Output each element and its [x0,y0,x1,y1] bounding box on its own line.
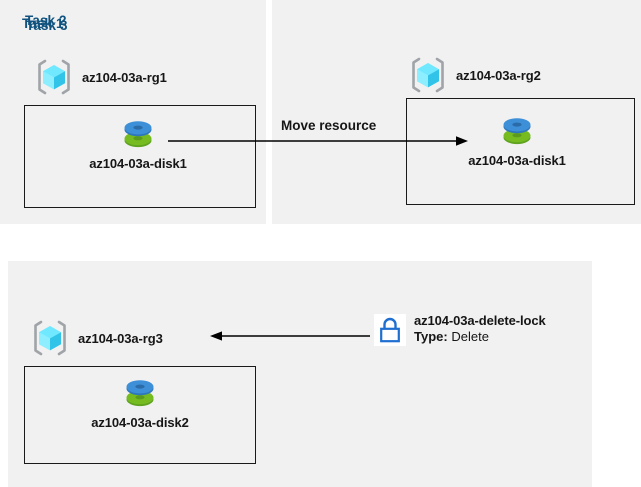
move-resource-label: Move resource [281,118,377,133]
task3-disk-label: az104-03a-disk2 [91,415,189,430]
resource-group-icon [34,57,74,97]
task3-disk-node: az104-03a-disk2 [80,375,200,430]
task1-title: Task 1 [22,16,64,31]
task3-title: Task 3 [26,18,68,33]
resource-group-icon [30,318,70,358]
lock-type-row: Type: Delete [414,328,546,345]
task1-resource-box [24,105,256,208]
task1-disk-node: az104-03a-disk1 [78,116,198,171]
task2-resource-group: az104-03a-rg2 [408,55,541,95]
task3-resource-group: az104-03a-rg3 [30,318,163,358]
task1-resource-group-label: az104-03a-rg1 [82,69,167,85]
task1-disk-label: az104-03a-disk1 [89,156,187,171]
resource-group-icon [408,55,448,95]
lock-type-value: Delete [451,328,489,344]
managed-disk-icon [119,116,157,154]
move-resource-arrow [168,136,468,146]
task2-disk-label: az104-03a-disk1 [468,153,566,168]
task1-resource-group: az104-03a-rg1 [34,57,167,97]
task3-lock-group: az104-03a-delete-lock Type: Delete [374,313,546,346]
task3-resource-group-label: az104-03a-rg3 [78,330,163,346]
lock-name-label: az104-03a-delete-lock [414,313,546,328]
lock-icon [374,314,406,346]
task2-title: Task 2 [25,13,67,28]
task2-resource-group-label: az104-03a-rg2 [456,67,541,83]
managed-disk-icon [121,375,159,413]
task2-disk-node: az104-03a-disk1 [457,113,577,168]
lock-type-key: Type: [414,328,448,344]
task2-resource-box [406,98,635,205]
managed-disk-icon [498,113,536,151]
lock-target-arrow [210,331,370,341]
